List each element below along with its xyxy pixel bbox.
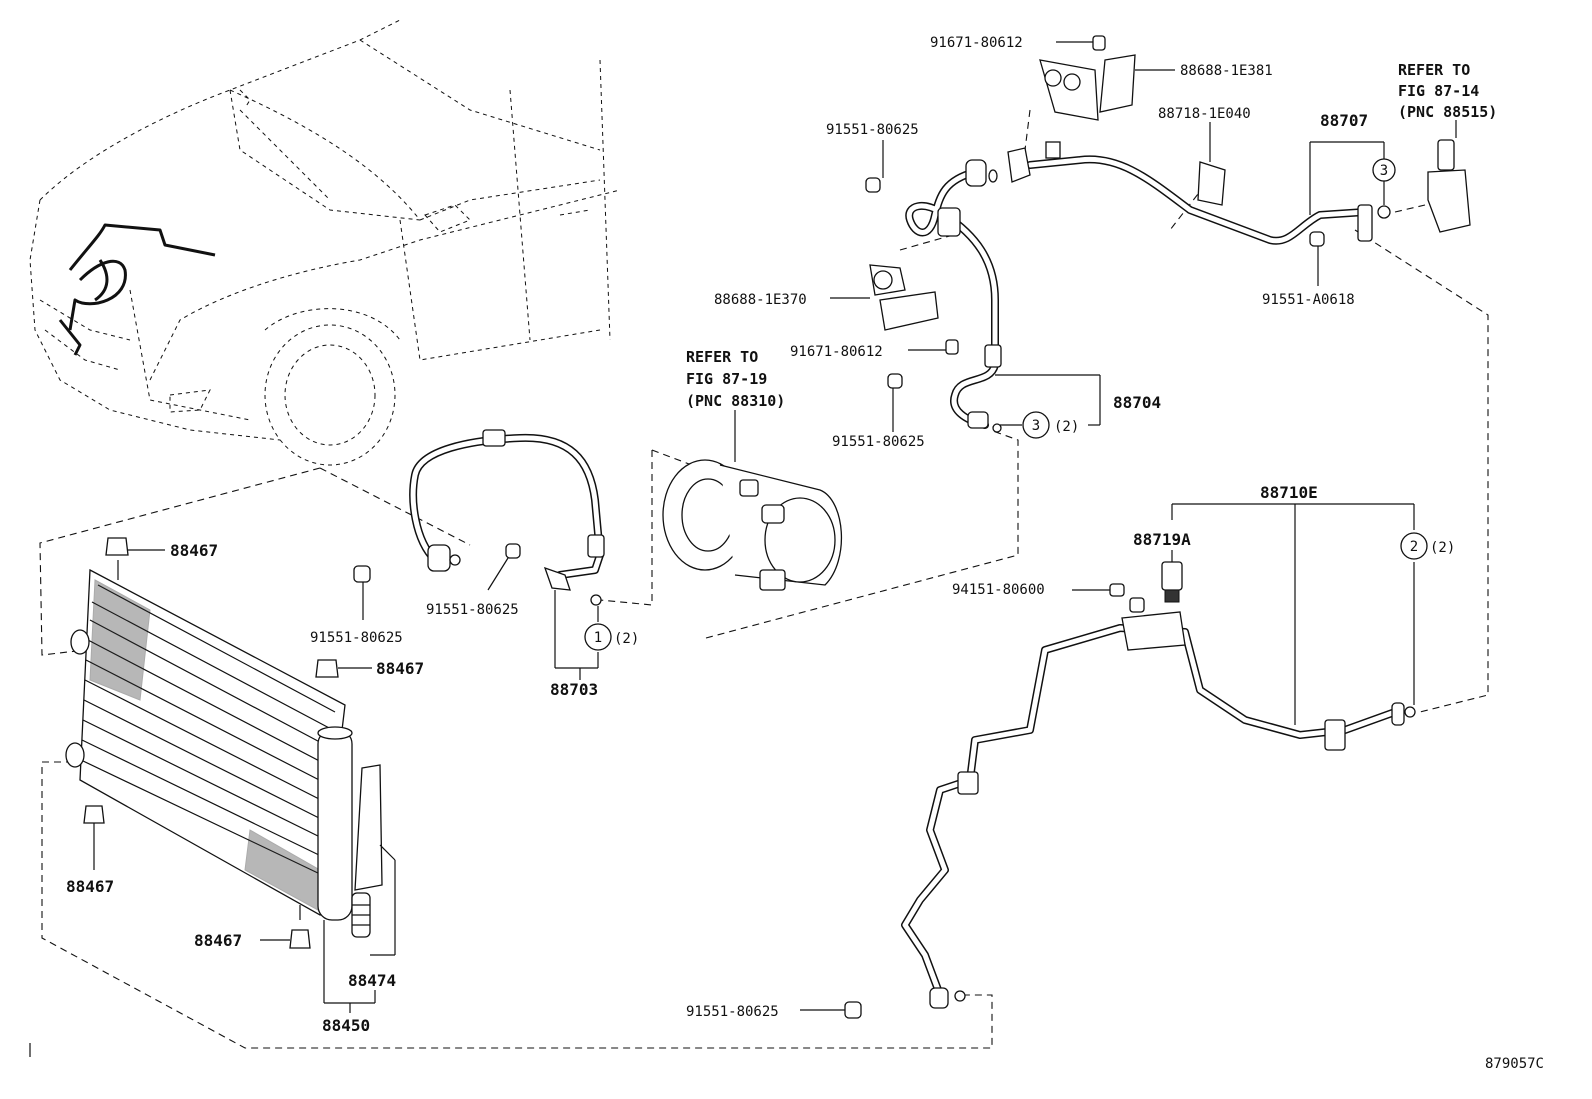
cushion-88467-b	[315, 659, 339, 678]
callout-1-number: 1	[594, 630, 602, 646]
label-88710e: 88710E	[1260, 483, 1318, 502]
callout-2-number: 2	[1410, 539, 1418, 555]
callout-circle-3b: 3 (2)	[1022, 411, 1079, 439]
label-88707: 88707	[1320, 111, 1368, 130]
bracket-88688-1e370	[869, 264, 939, 331]
filter-88474	[351, 764, 383, 938]
bracket-88688-1e381	[1039, 54, 1136, 121]
label-88719a: 88719A	[1133, 530, 1191, 549]
label-94151-80600: 94151-80600	[952, 582, 1045, 598]
callout-1-qty: (2)	[614, 631, 639, 647]
label-88467-d: 88467	[194, 931, 242, 950]
callout-2-qty: (2)	[1430, 540, 1455, 556]
label-91551-80625-c: 91551-80625	[310, 630, 403, 646]
callout-circle-3a: 3	[1372, 158, 1396, 182]
label-88467-c: 88467	[66, 877, 114, 896]
ref-compressor-line-2: FIG 87-19	[686, 370, 767, 388]
label-91551-80625-b: 91551-80625	[832, 434, 925, 450]
cushion-88467-d	[289, 929, 311, 949]
pressure-switch-88719a	[1161, 561, 1183, 603]
ref-valve-line-2: FIG 87-14	[1398, 82, 1479, 100]
pipe-fittings	[427, 141, 1416, 1009]
vehicle-outline	[29, 19, 621, 466]
ref-compressor-line-3: (PNC 88310)	[686, 392, 785, 410]
label-88467-b: 88467	[376, 659, 424, 678]
callout-3b-number: 3	[1032, 418, 1040, 434]
expansion-valve	[1427, 139, 1471, 233]
callout-3a-number: 3	[1380, 163, 1388, 179]
reference-note-compressor: REFER TO FIG 87-19 (PNC 88310)	[686, 348, 785, 410]
label-88718-1e040: 88718-1E040	[1158, 106, 1251, 122]
label-88474: 88474	[348, 971, 396, 990]
reference-note-valve: REFER TO FIG 87-14 (PNC 88515)	[1398, 61, 1497, 121]
callout-circle-2: 2 (2)	[1400, 532, 1455, 560]
label-88688-1e370: 88688-1E370	[714, 292, 807, 308]
label-91551-80625-d: 91551-80625	[426, 602, 519, 618]
label-91671-80612-mid: 91671-80612	[790, 344, 883, 360]
cushion-88467-c	[83, 805, 105, 824]
label-91671-80612-top: 91671-80612	[930, 35, 1023, 51]
label-88703: 88703	[550, 680, 598, 699]
block-fitting-88710e	[1121, 597, 1186, 651]
label-88704: 88704	[1113, 393, 1161, 412]
ref-valve-line-3: (PNC 88515)	[1398, 103, 1497, 121]
compressor	[662, 459, 842, 591]
ref-valve-line-1: REFER TO	[1398, 61, 1470, 79]
label-91551-80625-bottom: 91551-80625	[686, 1004, 779, 1020]
label-88688-1e381: 88688-1E381	[1180, 63, 1273, 79]
part-labels: 91671-80612 88688-1E381 88718-1E040 8870…	[66, 35, 1368, 1035]
callout-circle-1: 1 (2)	[584, 623, 639, 651]
label-88467-a: 88467	[170, 541, 218, 560]
label-91551-a0618: 91551-A0618	[1262, 292, 1355, 308]
ref-compressor-line-1: REFER TO	[686, 348, 758, 366]
figure-id: 879057C	[1485, 1056, 1544, 1072]
label-88450: 88450	[322, 1016, 370, 1035]
leader-lines	[29, 41, 1457, 1057]
condenser-88450	[65, 560, 353, 921]
cushion-88467-a	[105, 537, 129, 556]
label-91551-80625-a: 91551-80625	[826, 122, 919, 138]
clamp-88718-1e040	[1197, 161, 1226, 206]
callout-3b-qty: (2)	[1054, 419, 1079, 435]
